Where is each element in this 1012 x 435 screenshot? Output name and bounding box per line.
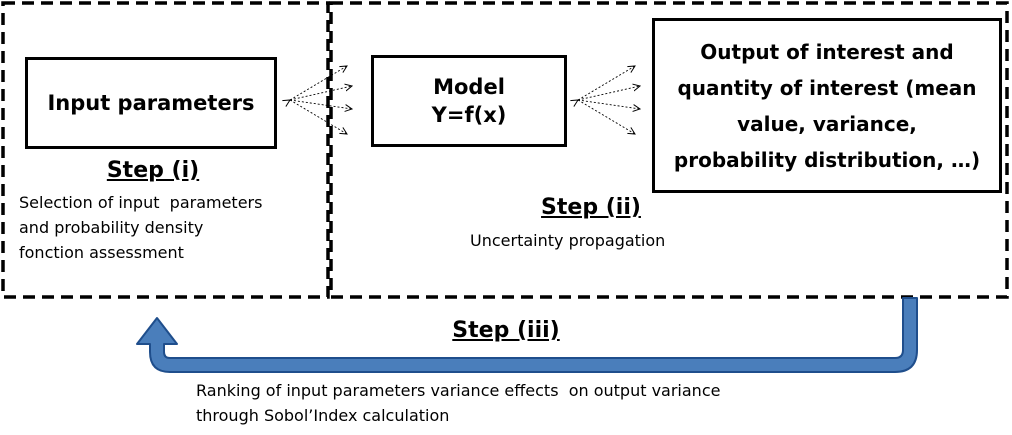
step-ii-title: Step (ii) [541, 195, 641, 220]
step-i-description-line: Selection of input parameters [19, 193, 263, 212]
step-i-description-line: fonction assessment [19, 243, 184, 262]
output-line: value, variance, [737, 111, 917, 136]
output-line: probability distribution, …) [673, 147, 981, 172]
output-box: Output of interest and quantity of inter… [652, 18, 1002, 193]
step-i-frame [1, 1, 330, 299]
step-iii-description-line: Ranking of input parameters variance eff… [196, 381, 721, 400]
model-output-arrow-fan [578, 66, 640, 134]
step-ii-description: Uncertainty propagation [470, 231, 666, 250]
step-i-description-line: and probability density [19, 218, 204, 237]
step-iii-description-line: through Sobol’Index calculation [196, 406, 450, 425]
input-parameters-label: Input parameters [47, 91, 255, 115]
input-parameters-box: Input parameters [25, 57, 277, 149]
step-ii-frame [329, 1, 1009, 299]
step-iii-description: Ranking of input parameters variance eff… [196, 378, 876, 428]
model-equation: Y=f(x) [431, 103, 507, 127]
step-i-title: Step (i) [106, 158, 200, 183]
step-iii-title: Step (iii) [452, 318, 560, 343]
output-line: quantity of interest (mean [677, 75, 977, 100]
model-title: Model [433, 75, 505, 99]
input-model-arrow-fan [290, 66, 352, 134]
feedback-arrow [136, 297, 918, 373]
step-i-description: Selection of input parameters and probab… [19, 190, 324, 265]
output-line: Output of interest and [700, 39, 954, 64]
model-box: Model Y=f(x) [371, 55, 567, 147]
